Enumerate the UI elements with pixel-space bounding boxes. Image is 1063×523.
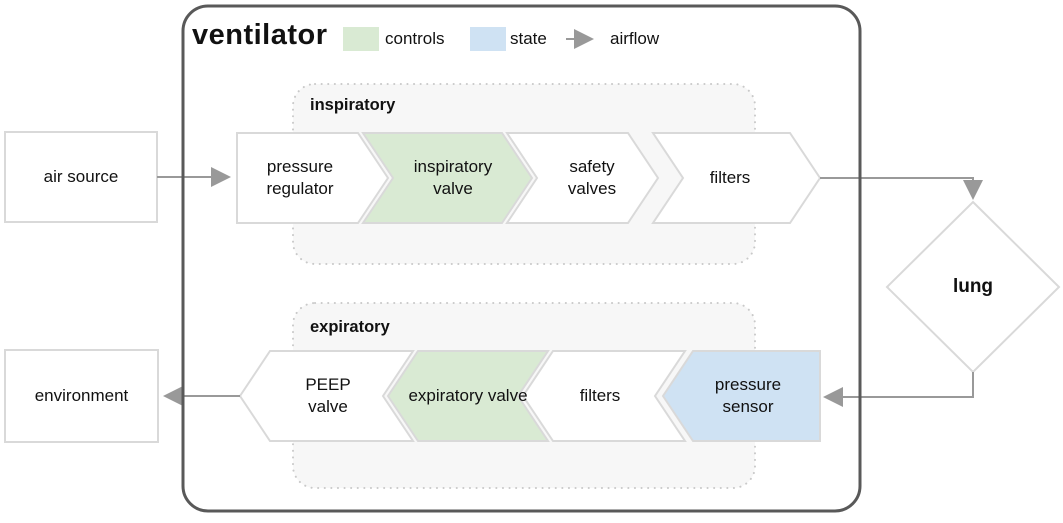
expiratory-group-label: expiratory (310, 318, 390, 336)
arrow-lung-to-sensor (823, 372, 974, 407)
chevron-expiratory-valve (386, 350, 550, 442)
arrow-filters-to-lung (820, 177, 983, 200)
peep-valve-label: PEEP valve (305, 375, 351, 416)
pressure-sensor-label: pressure sensor (714, 375, 782, 416)
expiratory-valve-label: expiratory valve (408, 386, 528, 406)
chevron-inspiratory-valve (361, 132, 534, 224)
ventilator-frame (181, 4, 862, 513)
lung-label: lung (952, 275, 994, 297)
chevron-pressure-regulator (236, 132, 390, 224)
legend-airflow-label: airflow (610, 29, 660, 49)
inspiratory-group-label: inspiratory (310, 96, 396, 114)
environment-label: environment (34, 386, 129, 406)
environment-box (4, 349, 159, 443)
legend-state-swatch (470, 27, 506, 51)
pressure-regulator-label: pressure regulator (266, 157, 334, 198)
legend-controls-swatch (343, 27, 379, 51)
expiratory-filters-label: filters (579, 386, 621, 406)
safety-valves-label: safety valves (567, 157, 617, 198)
legend-state-label: state (510, 29, 547, 49)
inspiratory-valve-label: inspiratory valve (413, 157, 493, 198)
air-source-label: air source (43, 167, 119, 187)
inspiratory-filters-label: filters (709, 168, 751, 188)
air-source-box (4, 131, 158, 223)
chevron-safety-valves (505, 132, 660, 224)
ventilator-title: ventilator (192, 19, 328, 51)
legend-controls-label: controls (385, 29, 445, 49)
chevron-pressure-sensor (661, 350, 821, 442)
chevron-expiratory-filters (521, 350, 687, 442)
chevron-inspiratory-filters (651, 132, 822, 224)
